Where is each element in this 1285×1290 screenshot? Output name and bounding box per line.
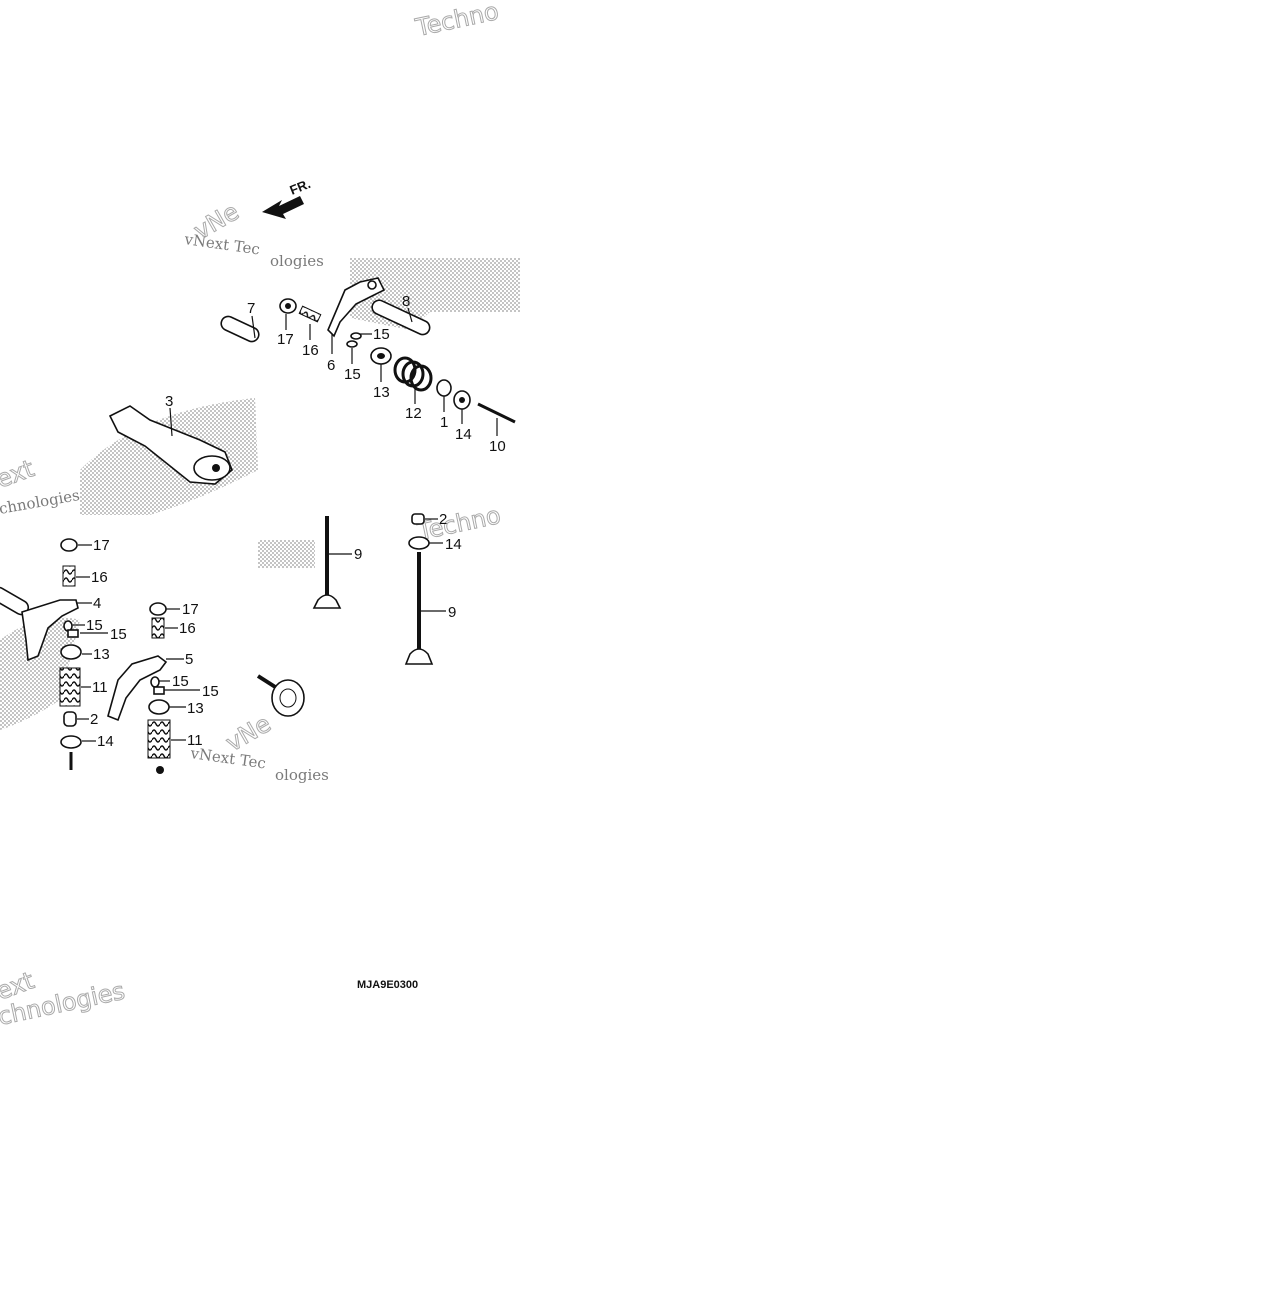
direction-label: FR. [288,176,313,198]
callout-label: 1 [440,414,448,431]
callout-label: 9 [448,604,456,621]
callout-label: 3 [165,393,173,410]
callout-label: 15 [110,626,127,643]
callout-label: 16 [302,342,319,359]
callout-label: 16 [91,569,108,586]
callout-label: 8 [402,293,410,310]
callout-label: 11 [187,732,203,749]
callout-label: 13 [93,646,110,663]
watermark-text: Techno [412,0,501,42]
callout-label: 7 [247,300,255,317]
callout-label: 15 [172,673,189,690]
diagram-code: MJA9E0300 [357,979,418,991]
front-direction-arrow-icon: FR. [262,176,313,219]
callout-label: 11 [92,679,108,696]
callout-label: 15 [344,366,361,383]
callout-label: 14 [97,733,114,750]
callout-label: 17 [93,537,110,554]
callout-label: 15 [86,617,103,634]
callout-label: 14 [455,426,472,443]
watermarks: vNext Tec ologies Techno ext chnologies … [0,0,504,1031]
callout-label: 2 [90,711,98,728]
valve-group: 9 2 14 9 [256,511,462,717]
callout-label: 16 [179,620,196,637]
callout-label: 14 [445,536,462,553]
watermark-text: ologies [270,252,324,270]
callout-label: 2 [439,511,447,528]
callout-label: 17 [182,601,199,618]
watermark-text: ext [0,454,38,493]
lower-left-assembly: 17 16 4 15 15 13 11 2 14 [0,537,127,770]
watermark-text: ologies [275,766,329,784]
callout-label: 10 [489,438,506,455]
callout-label: 9 [354,546,362,563]
lower-middle-assembly: 17 16 5 15 15 13 11 [107,601,219,774]
callout-label: 15 [202,683,219,700]
callout-label: 4 [93,595,101,612]
callout-label: 15 [373,326,390,343]
callout-label: 5 [185,651,193,668]
callout-label: 12 [405,405,422,422]
upper-assembly: 7 17 16 6 15 15 8 13 12 1 14 10 3 [108,277,516,485]
callout-label: 17 [277,331,294,348]
callout-label: 13 [373,384,390,401]
callout-label: 6 [327,357,335,374]
callout-label: 13 [187,700,204,717]
watermark-text: chnologies [0,486,81,518]
